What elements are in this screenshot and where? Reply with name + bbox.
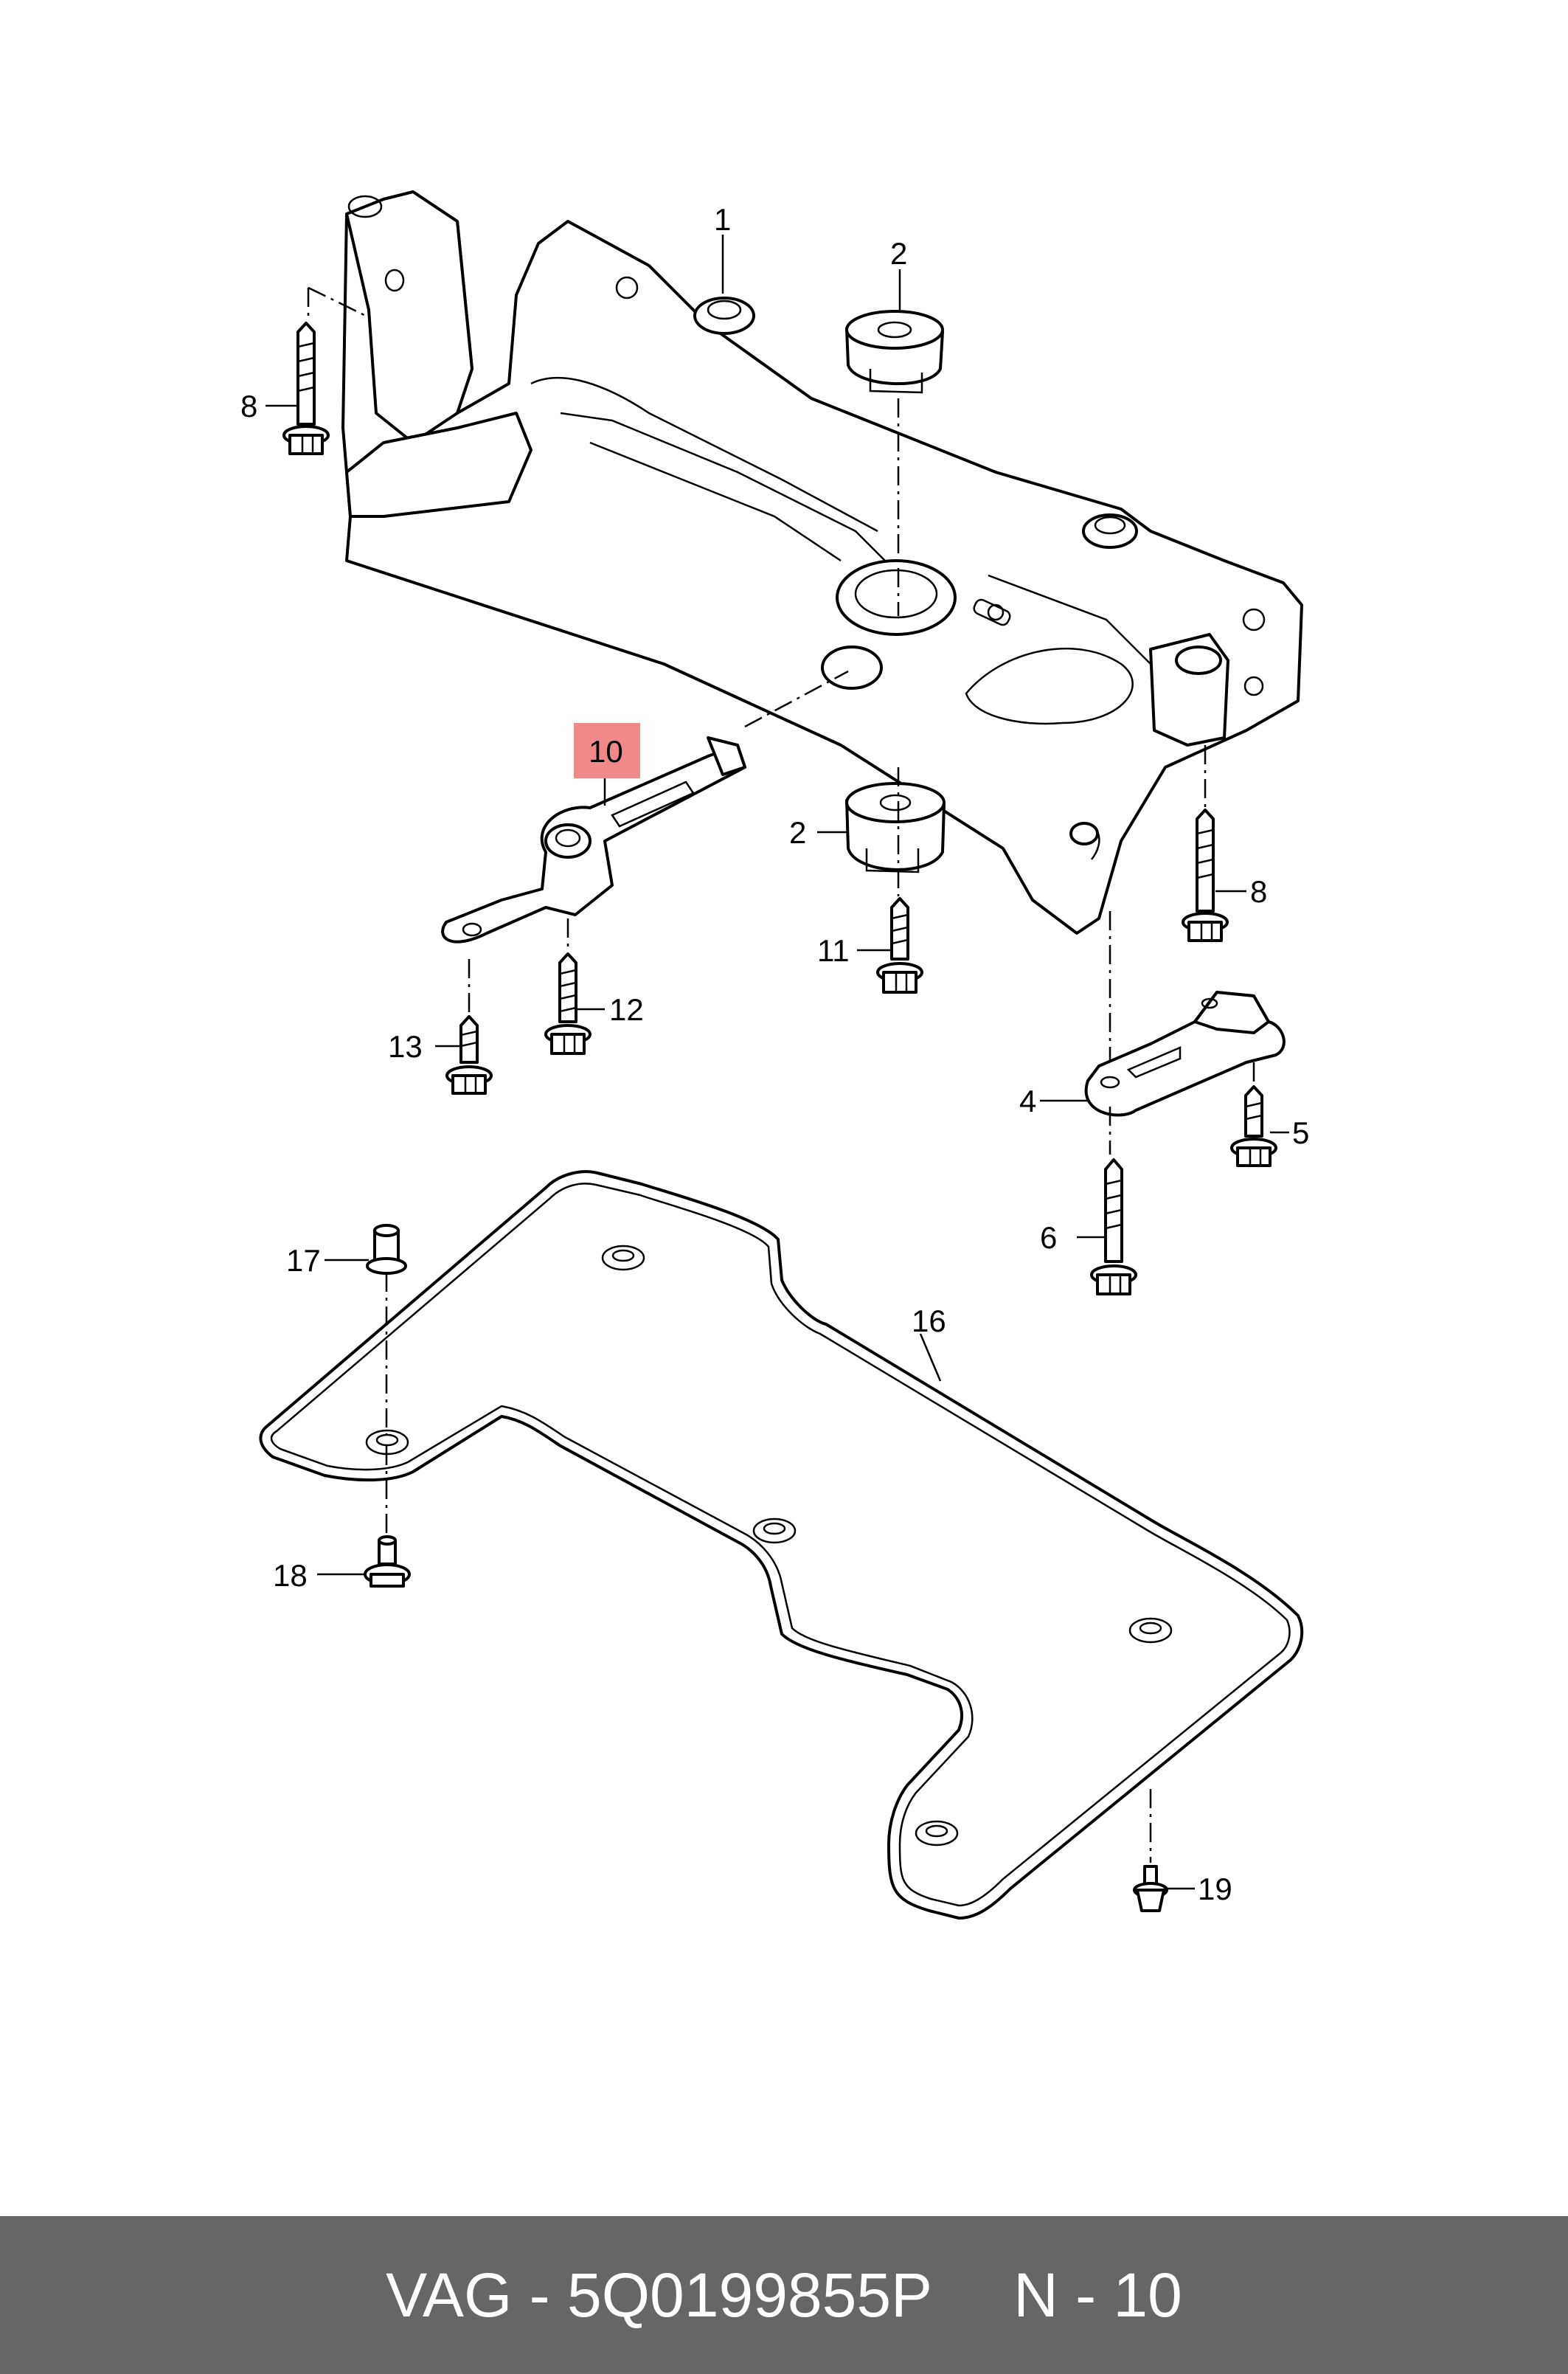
position-code: N - 10 [1013,2260,1182,2330]
assembly-lines [307,286,1255,1863]
callout-13: 13 [388,1029,423,1064]
clip-19 [1133,1865,1168,1912]
callout-1: 1 [714,202,731,237]
callout-5: 5 [1292,1115,1309,1150]
brand-label: VAG [386,2260,513,2330]
bolt-5 [1230,1085,1277,1167]
callout-8-left: 8 [240,389,257,423]
underbody-panel [259,1170,1304,1920]
clip-17 [366,1224,407,1275]
bolt-11 [876,897,923,994]
bolt-8-left [282,322,330,455]
callout-2-upper: 2 [890,236,907,271]
callout-4: 4 [1019,1084,1036,1118]
separator: - [529,2260,550,2330]
callout-8-right: 8 [1250,874,1267,909]
leader-lines [266,235,1289,1890]
callout-12: 12 [609,992,644,1027]
exploded-parts-diagram: 1 2 2 4 5 6 8 8 10 11 12 13 16 17 18 19 [240,190,1309,1920]
mount-bushing-upper [845,310,944,394]
mount-bushing-lower [845,782,946,873]
bolt-8-right [1182,809,1229,942]
bolt-12 [544,952,592,1055]
part-number-footer: VAG - 5Q0199855P N - 10 [0,2216,1568,2374]
callout-labels: 1 2 2 4 5 6 8 8 10 11 12 13 16 17 18 19 [240,202,1309,1906]
subframe [341,190,1303,935]
callout-19: 19 [1198,1872,1232,1906]
callout-2-lower: 2 [789,815,806,850]
callout-16: 16 [912,1304,946,1338]
callout-6: 6 [1040,1220,1057,1255]
callout-10: 10 [589,734,623,769]
bracket [1084,991,1286,1117]
bolt-6 [1090,1158,1137,1295]
pin-18 [364,1535,411,1588]
highlight-box [574,723,640,778]
callout-11: 11 [817,933,850,968]
part-number: 5Q0199855P [566,2260,933,2330]
bolt-13 [445,1015,493,1095]
torque-rod [441,736,746,944]
callout-17: 17 [286,1243,321,1278]
callout-18: 18 [273,1558,308,1593]
